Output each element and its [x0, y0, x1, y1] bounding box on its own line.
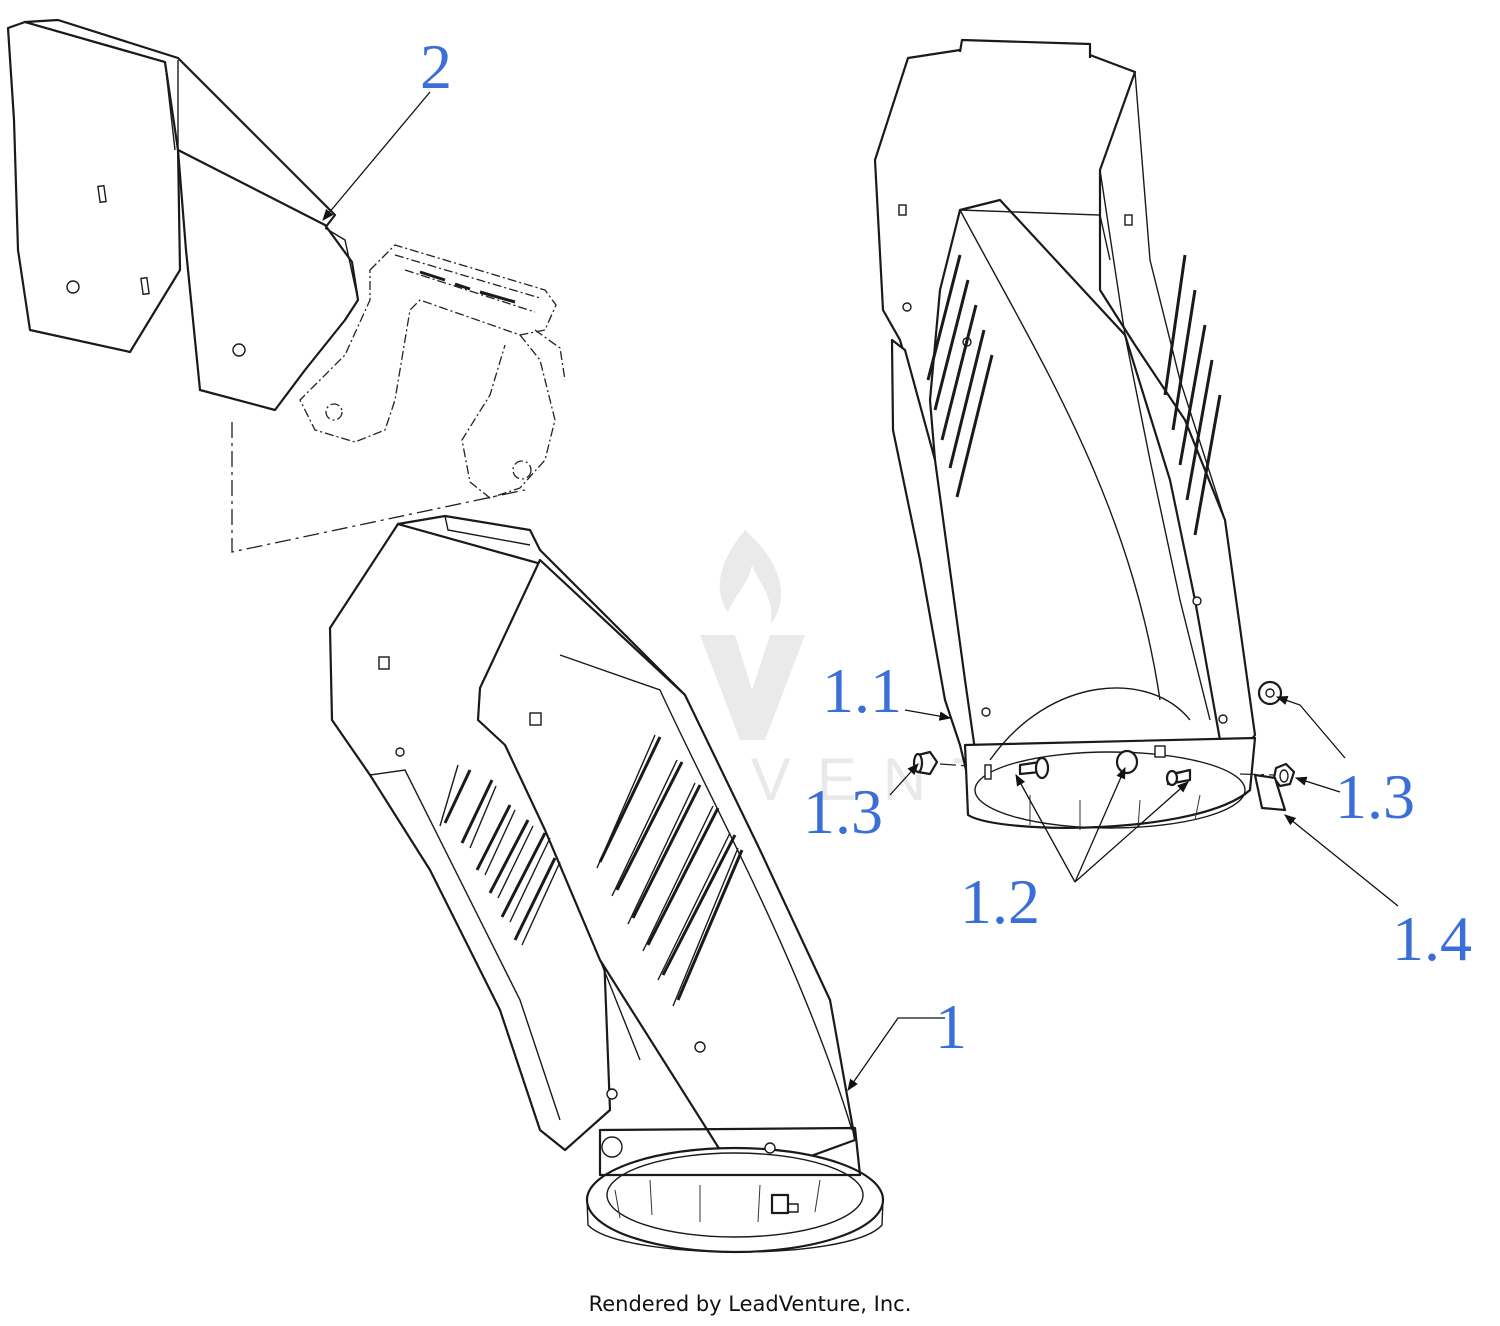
leader-lines [322, 91, 1399, 1091]
chute-vents-back [439, 764, 561, 946]
fastener-washer-right [1257, 680, 1283, 706]
deflector-hole [66, 280, 80, 294]
ghost-mount-bracket [299, 244, 566, 499]
deflector-hole [232, 343, 246, 357]
exploded-vents-left [926, 254, 994, 498]
callout-1-2: 1.2 [960, 866, 1040, 937]
callout-1-3-left: 1.3 [803, 776, 883, 847]
callout-2: 2 [420, 31, 452, 102]
chute-vents-front [596, 734, 744, 1007]
callout-1-3-right: 1.3 [1335, 761, 1415, 832]
callout-1-4: 1.4 [1392, 903, 1472, 974]
assembly-line [231, 422, 526, 553]
exploded-vents-right [1163, 254, 1222, 536]
part-1-chute-exploded [873, 38, 1296, 830]
footer-credit: Rendered by LeadVenture, Inc. [588, 1292, 912, 1316]
callout-1: 1 [935, 991, 967, 1062]
deflector-slot [97, 184, 107, 204]
part-1-chute [328, 514, 885, 1254]
callout-1-1: 1.1 [822, 655, 902, 726]
part-2-deflector [6, 18, 360, 412]
deflector-slot [140, 276, 150, 296]
